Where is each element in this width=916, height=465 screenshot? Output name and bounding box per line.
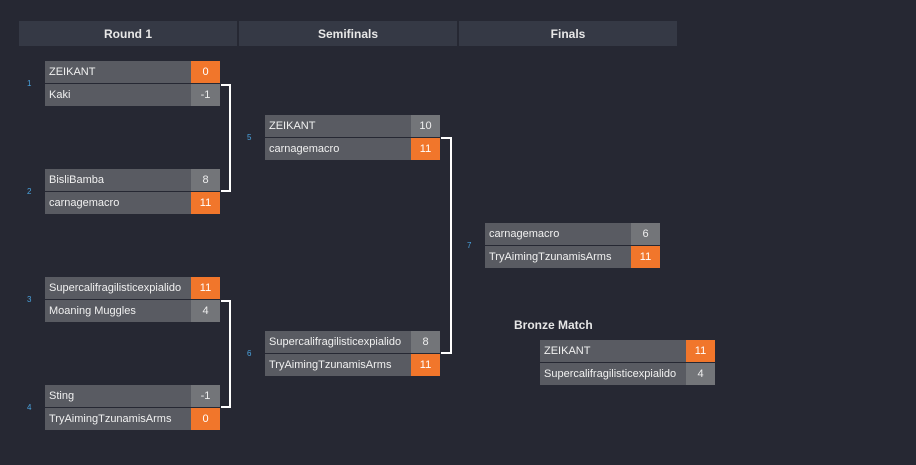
- match-slot-bottom[interactable]: carnagemacro 11: [45, 192, 220, 214]
- player-name: Sting: [49, 390, 75, 402]
- match-slot-top[interactable]: Supercalifragilisticexpialido 8: [265, 331, 440, 353]
- round-header-semifinals: Semifinals: [239, 21, 457, 46]
- match-slot-bottom[interactable]: Moaning Muggles 4: [45, 300, 220, 322]
- match-number: 3: [27, 295, 32, 304]
- match-slot-top[interactable]: ZEIKANT 0: [45, 61, 220, 83]
- player-name: carnagemacro: [269, 143, 340, 155]
- match-number: 2: [27, 187, 32, 196]
- bronze-match[interactable]: ZEIKANT 11 Supercalifragilisticexpialido…: [540, 340, 715, 386]
- player-name: ZEIKANT: [49, 66, 96, 78]
- player-name: Supercalifragilisticexpialido: [49, 282, 182, 294]
- player-name: ZEIKANT: [269, 120, 316, 132]
- match-7[interactable]: carnagemacro 6 TryAimingTzunamisArms 11: [485, 223, 660, 269]
- player-name: Supercalifragilisticexpialido: [269, 336, 402, 348]
- round-header-1: Round 1: [19, 21, 237, 46]
- match-slot-top[interactable]: carnagemacro 6: [485, 223, 660, 245]
- match-slot-top[interactable]: Supercalifragilisticexpialido 11: [45, 277, 220, 299]
- player-score: -1: [191, 385, 220, 407]
- player-name: ZEIKANT: [544, 345, 591, 357]
- player-score: 10: [411, 115, 440, 137]
- player-name: Moaning Muggles: [49, 305, 136, 317]
- match-number: 6: [247, 349, 252, 358]
- player-score: 11: [191, 277, 220, 299]
- player-score: 11: [411, 138, 440, 160]
- player-name: carnagemacro: [489, 228, 560, 240]
- player-name: TryAimingTzunamisArms: [489, 251, 612, 263]
- match-slot-bottom[interactable]: carnagemacro 11: [265, 138, 440, 160]
- match-slot-top[interactable]: ZEIKANT 11: [540, 340, 715, 362]
- match-slot-top[interactable]: BisliBamba 8: [45, 169, 220, 191]
- player-name: TryAimingTzunamisArms: [269, 359, 392, 371]
- player-score: 0: [191, 408, 220, 430]
- match-slot-top[interactable]: Sting -1: [45, 385, 220, 407]
- match-number: 5: [247, 133, 252, 142]
- round-header-finals: Finals: [459, 21, 677, 46]
- match-1[interactable]: ZEIKANT 0 Kaki -1: [45, 61, 220, 107]
- player-name: Kaki: [49, 89, 71, 101]
- match-6[interactable]: Supercalifragilisticexpialido 8 TryAimin…: [265, 331, 440, 377]
- player-name: TryAimingTzunamisArms: [49, 413, 172, 425]
- match-number: 1: [27, 79, 32, 88]
- bronze-match-title: Bronze Match: [514, 318, 593, 332]
- bracket-connector: [441, 137, 452, 354]
- player-score: 8: [191, 169, 220, 191]
- match-number: 4: [27, 403, 32, 412]
- bracket-connector: [221, 300, 231, 408]
- player-score: 11: [411, 354, 440, 376]
- match-2[interactable]: BisliBamba 8 carnagemacro 11: [45, 169, 220, 215]
- player-score: 4: [191, 300, 220, 322]
- player-name: BisliBamba: [49, 174, 105, 186]
- match-4[interactable]: Sting -1 TryAimingTzunamisArms 0: [45, 385, 220, 431]
- player-score: 11: [191, 192, 220, 214]
- player-score: 11: [686, 340, 715, 362]
- bracket-connector: [221, 84, 231, 192]
- player-score: 8: [411, 331, 440, 353]
- player-score: 6: [631, 223, 660, 245]
- match-slot-bottom[interactable]: TryAimingTzunamisArms 11: [485, 246, 660, 268]
- match-slot-bottom[interactable]: TryAimingTzunamisArms 0: [45, 408, 220, 430]
- player-score: 4: [686, 363, 715, 385]
- match-5[interactable]: ZEIKANT 10 carnagemacro 11: [265, 115, 440, 161]
- player-score: 11: [631, 246, 660, 268]
- match-slot-bottom[interactable]: Supercalifragilisticexpialido 4: [540, 363, 715, 385]
- player-name: Supercalifragilisticexpialido: [544, 368, 677, 380]
- player-name: carnagemacro: [49, 197, 120, 209]
- player-score: -1: [191, 84, 220, 106]
- match-slot-top[interactable]: ZEIKANT 10: [265, 115, 440, 137]
- player-score: 0: [191, 61, 220, 83]
- match-slot-bottom[interactable]: Kaki -1: [45, 84, 220, 106]
- match-slot-bottom[interactable]: TryAimingTzunamisArms 11: [265, 354, 440, 376]
- match-3[interactable]: Supercalifragilisticexpialido 11 Moaning…: [45, 277, 220, 323]
- match-number: 7: [467, 241, 472, 250]
